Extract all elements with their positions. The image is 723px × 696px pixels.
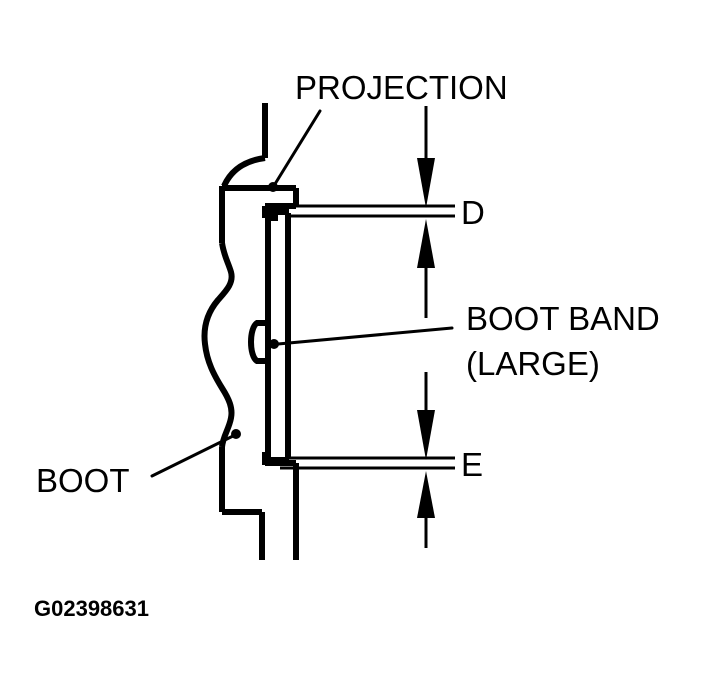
projection-leader-dot xyxy=(268,182,278,192)
boot-band-group xyxy=(248,209,291,463)
projection-label: PROJECTION xyxy=(295,69,508,106)
dimension-e-arrowhead-down xyxy=(417,410,435,460)
boot-band-label-line1: BOOT BAND xyxy=(466,300,660,337)
dimension-e-arrowhead-up xyxy=(417,471,435,518)
boot-leader-dot xyxy=(231,429,241,439)
boot-band-label-line2: (LARGE) xyxy=(466,345,600,382)
dimension-d-label: D xyxy=(461,194,485,231)
boot-leader-line xyxy=(150,434,235,478)
boot-profile-group xyxy=(201,103,296,560)
lower-shaft-group xyxy=(262,452,299,560)
boot-band-leader-dot xyxy=(269,339,279,349)
dimension-d-arrowhead-up xyxy=(417,219,435,268)
boot-bellows-wave xyxy=(201,242,235,448)
dimension-d-group xyxy=(280,106,455,318)
dimension-e-label: E xyxy=(461,446,483,483)
projection-leader-line xyxy=(273,109,322,186)
boot-band-leader-line xyxy=(276,326,454,346)
dimension-e-group xyxy=(280,372,455,548)
boot-label: BOOT xyxy=(36,462,130,499)
boot-shoulder-curve xyxy=(221,155,266,188)
leader-lines-group xyxy=(150,109,454,478)
dimension-d-arrowhead-down xyxy=(417,158,435,208)
figure-id-code: G02398631 xyxy=(34,596,149,621)
boot-band-buckle xyxy=(248,320,268,364)
